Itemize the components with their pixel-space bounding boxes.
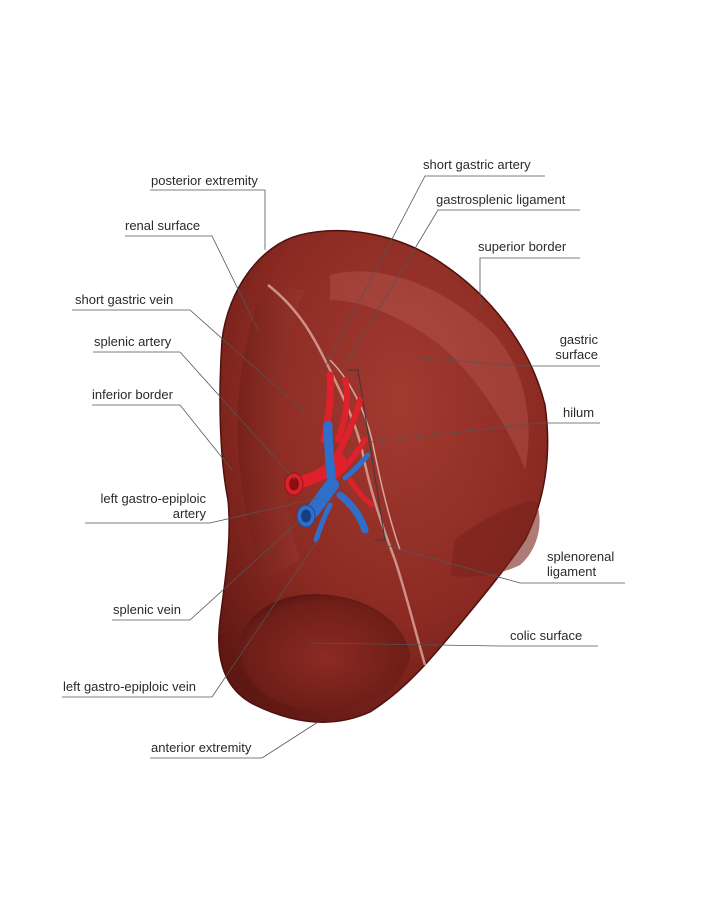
label-left-gastro-epiploic-artery-line1: left gastro-epiploic <box>100 491 207 506</box>
label-renal-surface: renal surface <box>125 218 201 233</box>
label-splenorenal-ligament-line2: ligament <box>547 564 597 579</box>
label-left-gastro-epiploic-artery-line2: artery <box>172 506 206 521</box>
label-anterior-extremity: anterior extremity <box>151 740 252 755</box>
label-gastric-surface: gastric surface <box>530 332 598 362</box>
label-colic-surface: colic surface <box>510 628 583 643</box>
label-inferior-border: inferior border <box>92 387 173 402</box>
leader-lines <box>62 175 625 759</box>
label-left-gastro-epiploic-artery: left gastro-epiploic artery <box>86 491 207 521</box>
label-hilum: hilum <box>563 405 595 420</box>
hilum-bracket <box>348 369 386 541</box>
label-splenorenal-ligament: splenorenal ligament <box>547 549 614 579</box>
label-left-gastro-epiploic-vein: left gastro-epiploic vein <box>63 679 196 694</box>
label-superior-border: superior border <box>478 239 567 254</box>
colic-surface <box>240 594 410 710</box>
label-gastric-surface-line1: gastric <box>559 332 598 347</box>
label-short-gastric-vein: short gastric vein <box>75 292 174 307</box>
label-splenorenal-ligament-line1: splenorenal <box>547 549 615 564</box>
vein-branches <box>301 420 371 543</box>
renal-surface-shade <box>237 285 305 580</box>
label-posterior-extremity: posterior extremity <box>151 173 258 188</box>
superior-border-ridge <box>450 500 540 577</box>
label-gastrosplenic-ligament: gastrosplenic ligament <box>436 192 566 207</box>
label-gastric-surface-line2: surface <box>555 347 598 362</box>
gastrosplenic-ligament-edge <box>267 284 427 666</box>
label-splenic-vein: splenic vein <box>113 602 181 617</box>
label-short-gastric-artery: short gastric artery <box>423 157 531 172</box>
gastric-surface-highlight <box>330 271 529 470</box>
label-splenic-artery: splenic artery <box>94 334 172 349</box>
